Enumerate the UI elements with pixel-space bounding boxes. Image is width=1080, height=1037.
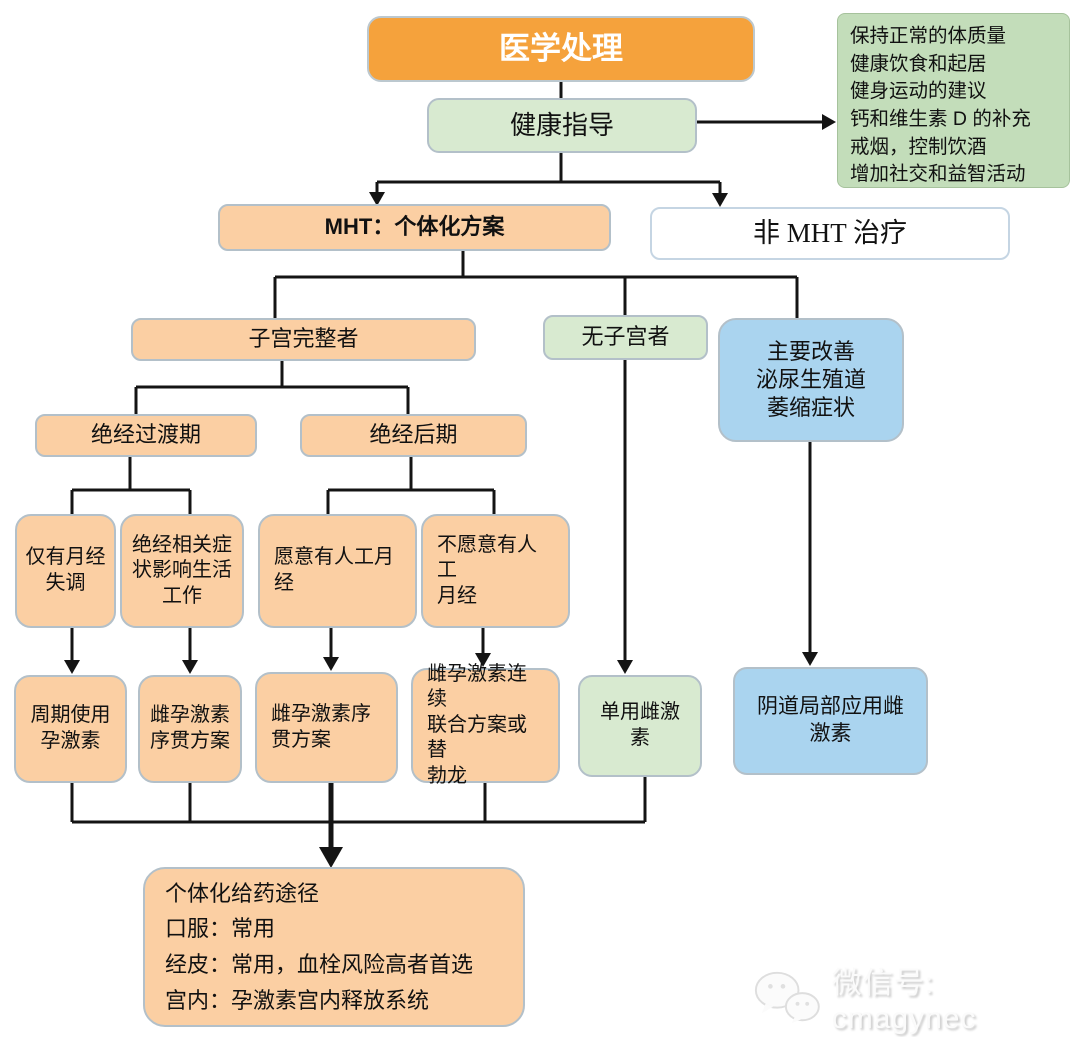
node-wants-withdrawal-bleeding: 愿意有人工月 经 [258,514,417,628]
node-intact-uterus: 子宫完整者 [131,318,476,361]
node-medical-treatment: 医学处理 [367,16,755,82]
node-postmenopause: 绝经后期 [300,414,527,457]
node-cyclic-progestogen: 周期使用 孕激素 [14,675,127,783]
wechat-icon [754,971,820,1024]
node-no-uterus: 无子宫者 [543,315,708,360]
node-mht-individualized-plan: MHT：个体化方案 [218,204,611,251]
node-estrogen-progestogen-sequential-b: 雌孕激素序 贯方案 [255,672,398,783]
node-estrogen-only: 单用雌激 素 [578,675,702,777]
node-menstrual-disorder-only: 仅有月经 失调 [15,514,116,628]
node-menopause-transition: 绝经过渡期 [35,414,257,457]
note-lifestyle-advice: 保持正常的体质量 健康饮食和起居 健身运动的建议 钙和维生素 D 的补充 戒烟，… [837,13,1070,188]
node-continuous-combined-or-tibolone: 雌孕激素连续 联合方案或替 勃龙 [411,663,560,787]
node-non-mht-therapy: 非 MHT 治疗 [650,207,1010,260]
node-genitourinary-atrophy: 主要改善 泌尿生殖道 萎缩症状 [718,318,904,442]
node-estrogen-progestogen-sequential-a: 雌孕激素 序贯方案 [138,675,242,783]
watermark: 微信号: cmagynec [752,958,1080,1036]
watermark-text: 微信号: cmagynec [831,967,977,1035]
node-administration-routes: 个体化给药途径 口服：常用 经皮：常用，血栓风险高者首选 宫内：孕激素宫内释放系… [143,867,525,1027]
node-health-guidance: 健康指导 [427,98,697,153]
node-no-withdrawal-bleeding: 不愿意有人工 月经 [421,514,570,628]
node-symptoms-affect-life: 绝经相关症 状影响生活 工作 [120,514,244,628]
node-local-vaginal-estrogen: 阴道局部应用雌 激素 [733,667,928,775]
